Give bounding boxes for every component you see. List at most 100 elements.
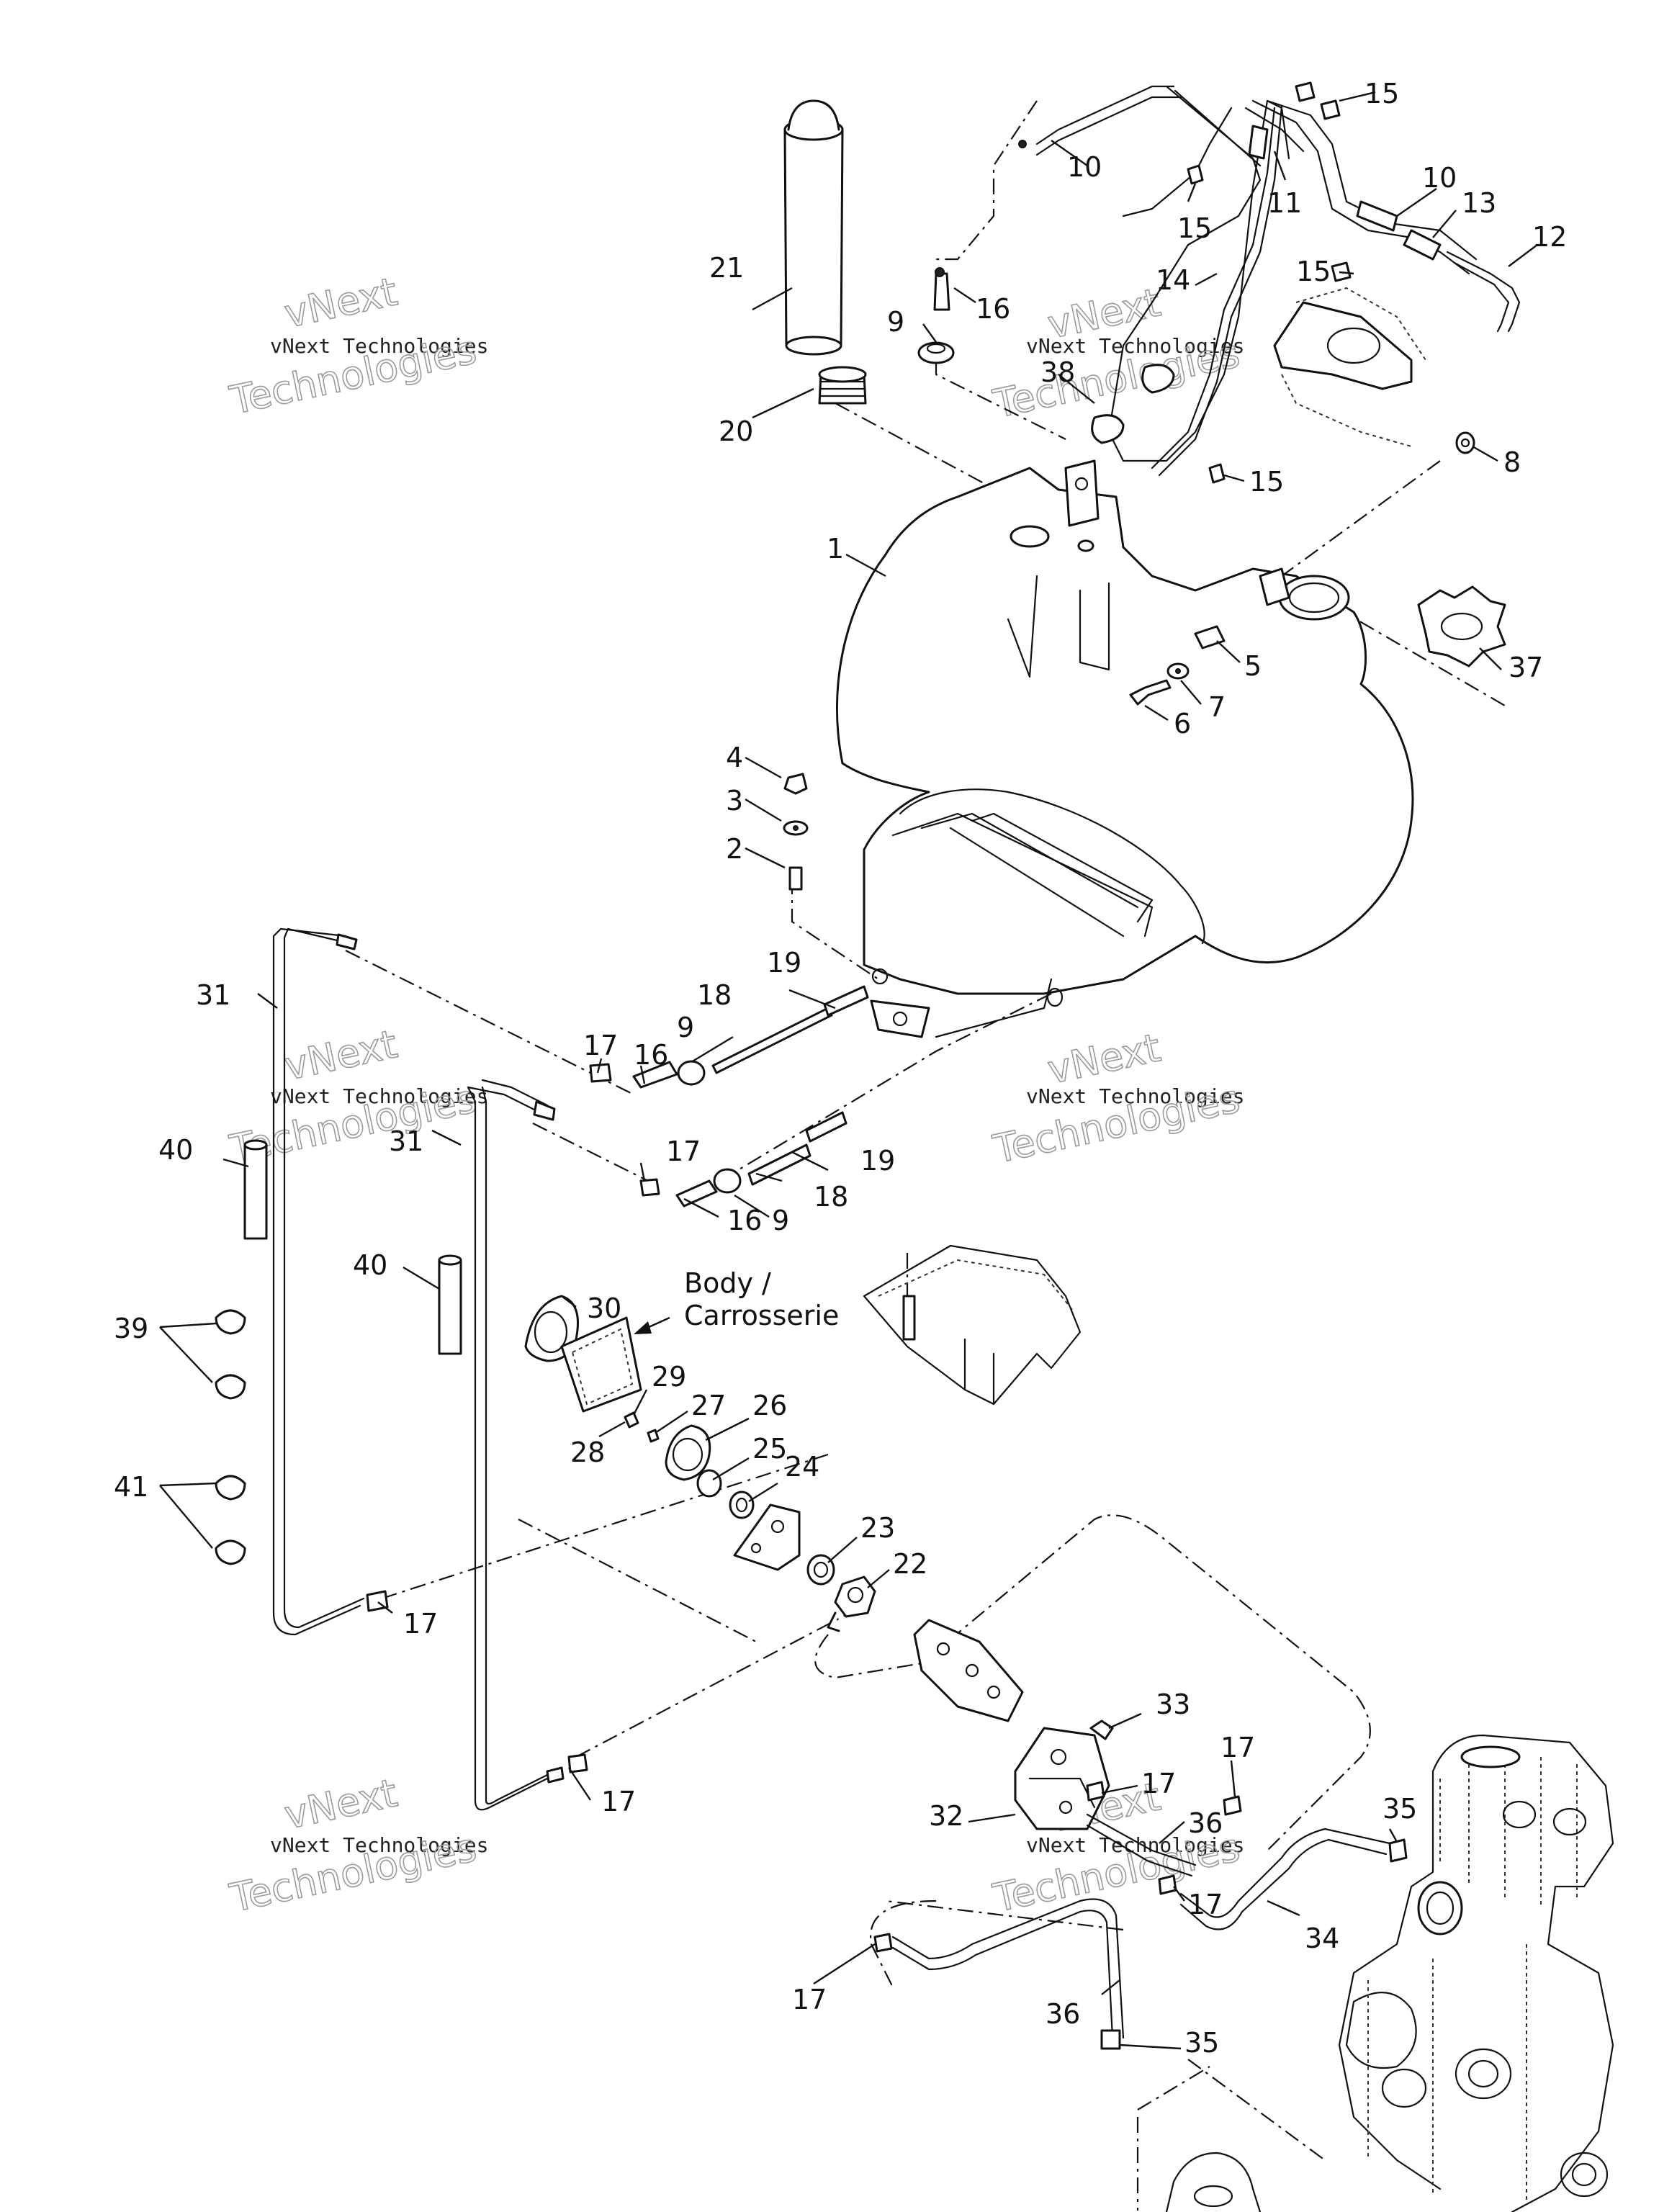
callout-14: 14 — [1156, 264, 1190, 296]
fuel-valve-22 — [827, 1575, 876, 1632]
callout-21: 21 — [709, 252, 744, 284]
callout-3: 3 — [726, 785, 743, 817]
elbow-16-lower — [675, 1179, 718, 1208]
callout-11: 11 — [1267, 187, 1302, 219]
clamp-38 — [1091, 364, 1175, 444]
tank-hardware-2-3-4 — [783, 773, 809, 891]
callout-31-right: 31 — [389, 1125, 423, 1157]
fuel-line-31-right — [467, 1079, 565, 1811]
body-label-line2: Carrosserie — [684, 1300, 839, 1331]
clamp-35-lower — [1100, 2029, 1121, 2050]
fitting-19-upper — [823, 985, 869, 1017]
callout-38: 38 — [1040, 356, 1075, 388]
callout-18-upper: 18 — [697, 979, 732, 1011]
fuel-cap — [1417, 585, 1506, 667]
nut-8 — [1455, 431, 1475, 454]
clip-15-a — [1295, 81, 1316, 102]
callout-9-top: 9 — [887, 306, 904, 338]
gauge-parts-25-29 — [624, 1411, 755, 1519]
body-panel-plate — [560, 1316, 642, 1413]
fuel-line-36 — [891, 1898, 1125, 2050]
pump-bracket — [913, 1619, 1024, 1722]
grommet-9-lower — [713, 1168, 742, 1194]
callout-40-right: 40 — [353, 1249, 387, 1281]
watermark-5: vNext vNext Technologies Technologies — [225, 1769, 489, 1921]
watermark-2: vNext vNext Technologies Technologies — [989, 279, 1245, 427]
callout-9-lower: 9 — [772, 1205, 789, 1236]
pulse-line-34 — [1179, 1827, 1391, 1930]
callout-27: 27 — [691, 1390, 726, 1421]
callout-19-upper: 19 — [767, 947, 801, 979]
callout-36-upper: 36 — [1188, 1807, 1223, 1839]
callout-19-lower: 19 — [860, 1145, 895, 1177]
washer-7 — [1166, 662, 1190, 680]
clamp-17-lower — [639, 1178, 660, 1197]
callout-10-left: 10 — [1067, 151, 1102, 183]
vent-clips — [1187, 81, 1352, 484]
callout-25: 25 — [752, 1433, 787, 1465]
vent-hose-network — [933, 85, 1521, 477]
screw-29 — [624, 1411, 639, 1429]
clip-15-e — [1208, 463, 1226, 484]
clamp-17-lines — [366, 1590, 588, 1773]
svg-text:vNext Technologies: vNext Technologies — [1026, 1084, 1244, 1108]
svg-text:vNext Technologies: vNext Technologies — [270, 1084, 488, 1108]
fitting-19-lower — [805, 1111, 848, 1143]
clip-15-b — [1320, 99, 1341, 120]
callout-40-left: 40 — [158, 1134, 193, 1166]
bolt-33 — [1089, 1719, 1114, 1740]
svg-text:vNext: vNext — [281, 1770, 401, 1838]
callout-20: 20 — [719, 415, 753, 447]
clip-41-pair — [215, 1475, 246, 1565]
watermark-1: vNext vNext Technologies Technologies — [225, 268, 489, 423]
engine-partial — [1165, 1734, 1614, 2212]
callout-35-upper: 35 — [1382, 1793, 1417, 1825]
callout-15-a: 15 — [1364, 78, 1399, 109]
body-label: Body / Carrosserie — [634, 1267, 839, 1334]
callout-24: 24 — [785, 1451, 819, 1483]
callout-6: 6 — [1174, 708, 1191, 739]
threaded-nut — [818, 366, 867, 405]
svg-text:vNext Technologies: vNext Technologies — [270, 334, 488, 358]
bolt-6 — [1129, 679, 1172, 706]
callout-32: 32 — [929, 1800, 963, 1832]
assembly-dash-lines — [345, 100, 1506, 2211]
callout-33: 33 — [1156, 1689, 1190, 1720]
callout-17-lower: 17 — [666, 1136, 701, 1167]
grommet-9-top — [917, 341, 955, 364]
svg-text:vNext Technologies: vNext Technologies — [1026, 334, 1244, 358]
svg-text:vNext Technologies: vNext Technologies — [270, 1833, 488, 1857]
callout-17-pulse: 17 — [1188, 1889, 1223, 1920]
callout-28: 28 — [570, 1437, 605, 1468]
callout-36-lower: 36 — [1046, 1998, 1080, 2030]
callout-16-lower: 16 — [727, 1205, 762, 1236]
gasket-23 — [806, 1554, 835, 1586]
callout-34: 34 — [1305, 1923, 1339, 1954]
callout-17-pump-right: 17 — [1220, 1732, 1255, 1763]
callout-17-line-right: 17 — [601, 1786, 636, 1817]
fuel-line-31-left — [272, 927, 365, 1636]
outlet-fittings — [589, 985, 869, 1208]
grommet-9-upper — [677, 1060, 706, 1086]
pump-clamps-17 — [873, 1781, 1242, 1953]
callout-29: 29 — [652, 1361, 686, 1393]
fuel-tank — [836, 459, 1414, 1038]
svg-text:vNext: vNext — [281, 269, 401, 336]
leader-lines — [159, 91, 1538, 2050]
body-label-line1: Body / — [684, 1267, 771, 1299]
callout-35-lower: 35 — [1184, 2027, 1219, 2059]
callout-31-left: 31 — [196, 979, 230, 1011]
spacer-5 — [1194, 625, 1226, 649]
vent-valve-bracket — [1273, 287, 1426, 447]
callout-5: 5 — [1244, 650, 1262, 682]
svg-text:vNext: vNext — [281, 1021, 401, 1089]
callout-10-right: 10 — [1422, 162, 1457, 194]
callout-17-upper: 17 — [583, 1030, 618, 1061]
callout-39: 39 — [114, 1313, 148, 1344]
callout-7: 7 — [1208, 691, 1226, 723]
callout-18-lower: 18 — [814, 1181, 848, 1213]
filler-tube — [783, 99, 844, 356]
callout-15-d: 15 — [1296, 256, 1331, 287]
callout-37: 37 — [1509, 652, 1543, 683]
callout-12: 12 — [1532, 221, 1567, 253]
